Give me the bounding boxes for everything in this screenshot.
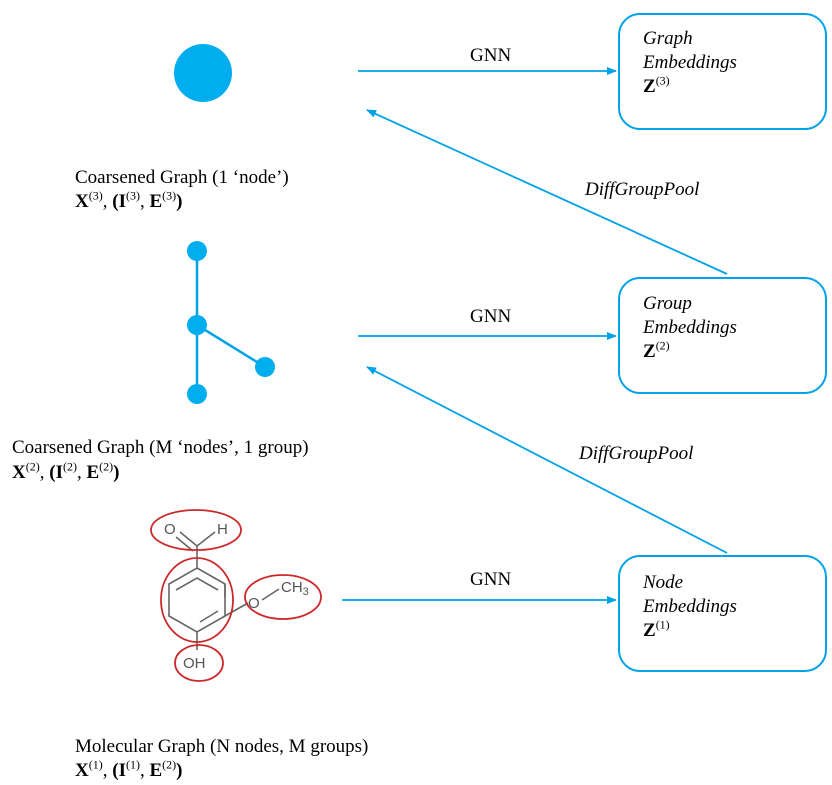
atom-o-ether: O [248,595,260,612]
pool-label-lower: DiffGroupPool [579,443,694,464]
math-level-3: X(3), (I(3), E(3)) [75,188,183,212]
group-embeddings-box [618,277,827,394]
group-ellipse-ring [160,557,234,643]
box-z: Z(3) [643,73,670,97]
graph-node [255,357,275,377]
node-embeddings-box [618,555,827,672]
pool-arrow-lower [366,366,728,554]
gnn-label-1: GNN [470,569,512,590]
box-z: Z(2) [643,338,670,362]
graph-edge [196,323,266,369]
graph-embeddings-text: Graph Embeddings Z(3) [643,27,737,99]
coarsened-graph-2 [195,251,266,394]
group-oh: OH [183,655,206,672]
math-level-2: X(2), (I(2), E(2)) [12,459,120,483]
box-line-2: Embeddings [643,52,737,73]
caption-level-2: Coarsened Graph (M ‘nodes’, 1 group) [12,437,309,458]
graph-embeddings-box [618,13,827,130]
graph-node [187,384,207,404]
gnn-label-2: GNN [470,306,512,327]
box-line-1: Node [643,572,684,593]
graph-node [187,241,207,261]
box-z: Z(1) [643,617,670,641]
box-line-1: Graph [643,28,693,49]
pool-label-upper: DiffGroupPool [585,179,700,200]
node-embeddings-text: Node Embeddings Z(1) [643,571,737,643]
molecule-structure [168,531,280,650]
graph-node [187,315,207,335]
atom-h: H [217,521,228,538]
box-line-2: Embeddings [643,317,737,338]
group-ellipse-hydroxyl [174,644,224,682]
caption-level-1: Molecular Graph (N nodes, M groups) [75,736,369,757]
group-embeddings-text: Group Embeddings Z(2) [643,292,737,364]
group-highlights [150,509,322,682]
math-level-1: X(1), (I(1), E(2)) [75,757,183,781]
atom-o: O [164,521,176,538]
caption-level-3: Coarsened Graph (1 ‘node’) [75,167,289,188]
box-line-2: Embeddings [643,596,737,617]
group-ch3: CH3 [281,579,309,598]
pool-arrow-upper [366,109,728,275]
group-ellipse-aldehyde [150,509,242,551]
gnn-label-3: GNN [470,45,512,66]
box-line-1: Group [643,293,692,314]
coarsened-graph-node [174,44,232,102]
group-ellipse-methoxy [244,574,322,620]
